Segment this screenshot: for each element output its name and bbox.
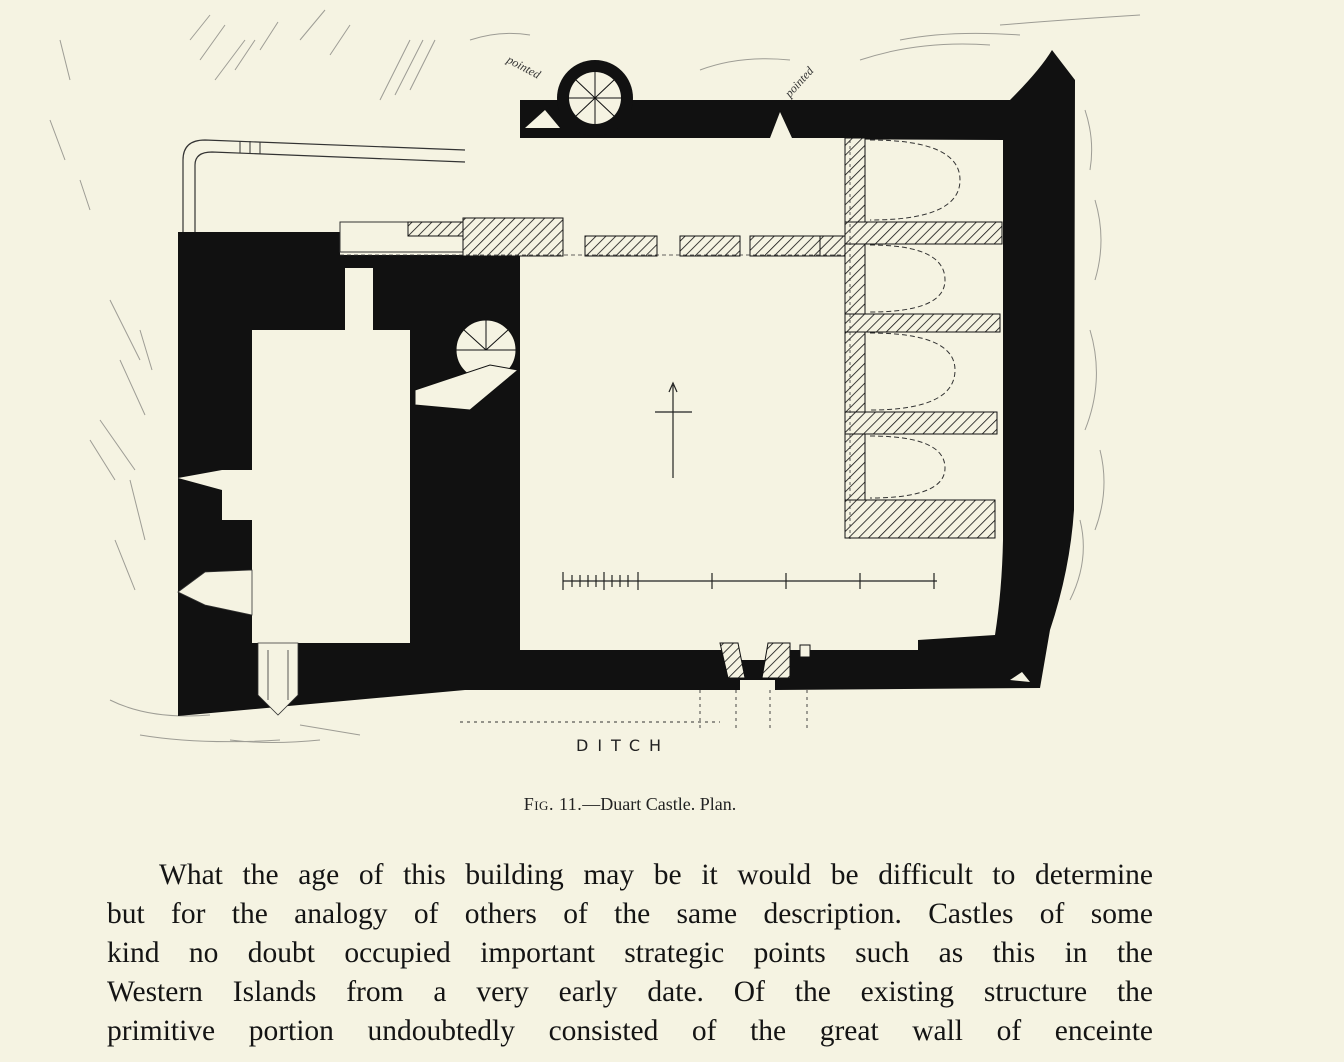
figure-title: —Duart Castle. Plan. (582, 794, 737, 814)
text-line: Western Islands from a very early date. … (107, 976, 1153, 1008)
east-vault-range (844, 137, 1003, 539)
ditch-label: DITCH (576, 736, 670, 755)
vault-arches (869, 139, 961, 499)
figure-number: Fig. 11. (523, 794, 583, 814)
text-line: primitive portion undoubtedly consisted … (107, 1015, 1153, 1047)
scale-bar (562, 572, 937, 590)
path-ticks (239, 141, 261, 154)
keep-passage (345, 268, 373, 330)
body-paragraph: What the age of this building may be it … (107, 856, 1153, 1051)
ditch-lines (460, 690, 808, 730)
west-window-2 (177, 569, 253, 616)
pointed-label-right: pointed (781, 63, 817, 101)
west-window-1 (178, 470, 252, 520)
outer-path-outline (182, 139, 466, 232)
rock-hatching (49, 9, 1141, 743)
north-stair-treads (569, 72, 621, 124)
text-line: What the age of this building may be it … (159, 859, 1153, 891)
text-line: kind no doubt occupied important strateg… (107, 937, 1153, 969)
figure-caption: Fig. 11.—Duart Castle. Plan. (0, 794, 1260, 815)
castle-plan-figure: pointed pointed DITCH (49, 9, 1141, 755)
enceinte-wall (465, 50, 1075, 690)
text-line: but for the analogy of others of the sam… (107, 898, 1153, 930)
south-gateway (719, 642, 811, 679)
keep-room (252, 330, 410, 643)
pointed-label-left: pointed (504, 52, 544, 82)
hatched-cross-wall (407, 217, 846, 257)
north-marker (655, 381, 692, 478)
courtyard (520, 256, 845, 650)
